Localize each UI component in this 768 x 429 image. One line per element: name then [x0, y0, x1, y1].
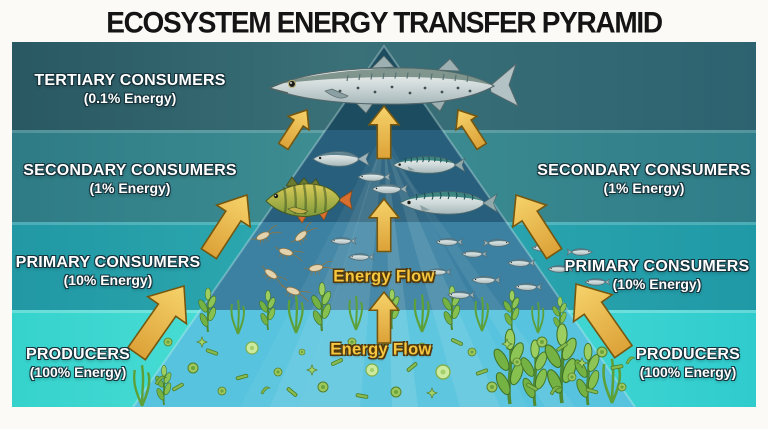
- barracuda-illustration: [268, 55, 519, 114]
- perch-illustration: [265, 176, 353, 224]
- page-title: ECOSYSTEM ENERGY TRANSFER PYRAMID: [106, 6, 663, 39]
